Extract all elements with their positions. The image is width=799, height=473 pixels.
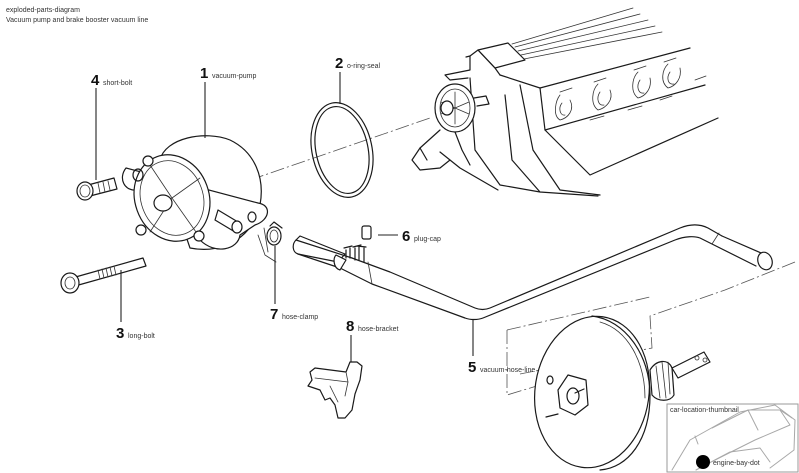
callout-6[interactable]: 6 (402, 228, 410, 245)
diagram-subject-label: Vacuum pump and brake booster vacuum lin… (6, 17, 148, 24)
hose-bracket (307, 361, 363, 419)
diagram-caption: exploded-parts-diagram Vacuum pump and b… (6, 7, 148, 24)
part-label-1: vacuum-pump (212, 73, 256, 80)
part-label-8: hose-bracket (358, 326, 399, 333)
callout-5[interactable]: 5 (468, 359, 476, 376)
part-label-6: plug-cap (414, 236, 441, 243)
part-name-labels: vacuum-pump o-ring-seal long-bolt short-… (103, 63, 535, 374)
vacuum-hose (292, 224, 773, 321)
brake-booster (533, 315, 711, 471)
manifold-ports (555, 57, 707, 121)
callout-7[interactable]: 7 (270, 306, 278, 323)
part-label-4: short-bolt (103, 80, 132, 87)
hose-clamp (257, 221, 283, 263)
engine-block (411, 7, 719, 197)
callout-4[interactable]: 4 (91, 72, 100, 89)
callout-2[interactable]: 2 (335, 55, 343, 72)
o-ring (310, 102, 374, 198)
callout-3[interactable]: 3 (116, 325, 124, 342)
axis-line-pump-to-engine (249, 117, 431, 181)
engine-pulley (411, 83, 490, 171)
short-bolt (76, 177, 118, 201)
location-marker-dot (696, 455, 710, 469)
callout-8[interactable]: 8 (346, 318, 354, 335)
part-label-7: hose-clamp (282, 314, 318, 321)
long-bolt (60, 257, 147, 294)
vacuum-pump (121, 135, 268, 250)
part-label-2: o-ring-seal (347, 63, 381, 70)
inset-frame (666, 403, 799, 473)
callout-1[interactable]: 1 (200, 65, 208, 82)
callout-labels: 1 2 3 4 5 6 7 8 (91, 55, 476, 376)
leader-lines (95, 72, 474, 362)
car-location-inset: car-location-thumbnail engine-bay-dot (666, 403, 799, 473)
axis-line-booster-left (506, 296, 651, 331)
inset-subject-label: car-location-thumbnail (670, 407, 739, 414)
diagram-type-label: exploded-parts-diagram (6, 7, 80, 14)
part-label-3: long-bolt (128, 333, 155, 340)
inset-marker-label: engine-bay-dot (713, 460, 760, 467)
plug-cap (361, 225, 372, 240)
part-label-5: vacuum-hose-line (480, 367, 535, 374)
